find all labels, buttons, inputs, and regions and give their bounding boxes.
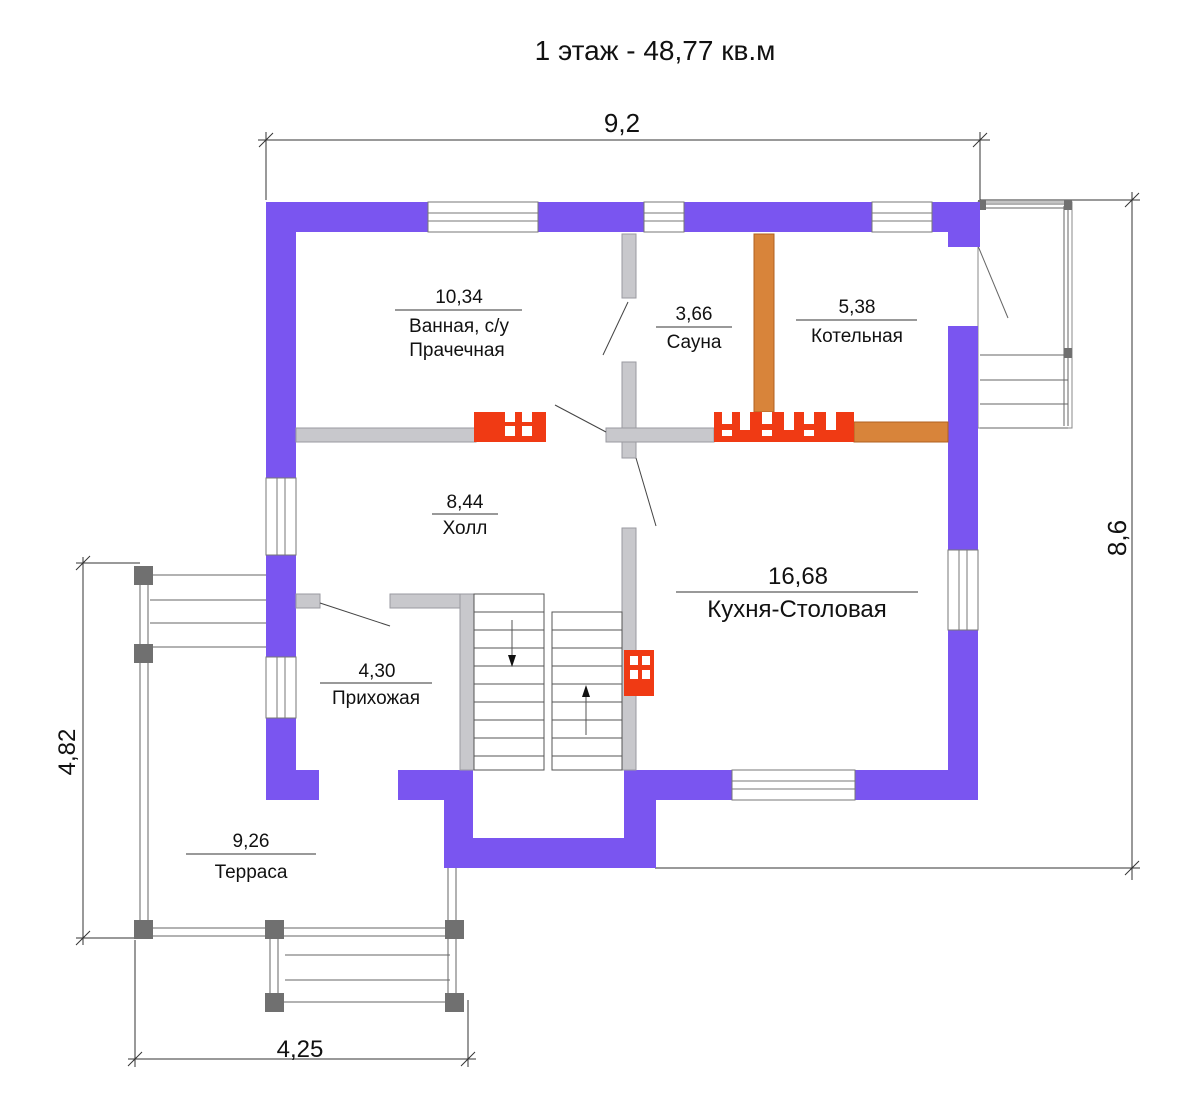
interior-walls	[295, 233, 715, 771]
dimension-bottom-label: 4,25	[277, 1036, 324, 1063]
plan-title: 1 этаж - 48,77 кв.м	[535, 35, 776, 66]
room-boiler-label: Котельная	[811, 326, 903, 347]
room-entrance-area: 4,30	[359, 661, 396, 682]
room-entrance: 4,30 Прихожая	[320, 661, 432, 709]
room-hall-label: Холл	[443, 518, 488, 539]
room-sauna-label: Сауна	[667, 332, 722, 353]
room-boiler-area: 5,38	[839, 297, 876, 318]
room-bathroom-label1: Ванная, с/у	[409, 316, 509, 337]
dimension-right-label: 8,6	[1102, 520, 1132, 556]
room-bathroom: 10,34 Ванная, с/у Прачечная	[395, 287, 522, 361]
dimension-top: 9,2	[258, 108, 990, 200]
room-entrance-label: Прихожая	[332, 688, 420, 709]
dimension-left-label: 4,82	[54, 729, 81, 776]
staircase	[473, 593, 623, 771]
dimension-left: 4,82	[54, 555, 140, 946]
room-sauna: 3,66 Сауна	[656, 304, 732, 353]
dimension-bottom: 4,25	[127, 940, 476, 1067]
terrace	[134, 566, 464, 1012]
windows	[265, 201, 979, 801]
room-bathroom-area: 10,34	[435, 287, 483, 308]
room-terrace-label: Терраса	[215, 862, 288, 883]
room-kitchen-label: Кухня-Столовая	[707, 596, 887, 623]
room-kitchen: 16,68 Кухня-Столовая	[676, 563, 918, 623]
door-swings	[319, 301, 657, 627]
room-hall-area: 8,44	[447, 492, 484, 513]
room-terrace-area: 9,26	[233, 831, 270, 852]
room-bathroom-label2: Прачечная	[409, 340, 504, 361]
exterior-walls	[266, 202, 980, 868]
right-porch	[977, 200, 1073, 429]
dimension-right: 8,6	[655, 192, 1140, 880]
room-hall: 8,44 Холл	[432, 492, 498, 539]
room-terrace: 9,26 Терраса	[186, 831, 316, 883]
room-boiler: 5,38 Котельная	[796, 297, 917, 347]
room-kitchen-area: 16,68	[768, 563, 828, 590]
brick-stoves	[474, 412, 854, 696]
room-sauna-area: 3,66	[676, 304, 713, 325]
dimension-top-label: 9,2	[604, 108, 640, 138]
